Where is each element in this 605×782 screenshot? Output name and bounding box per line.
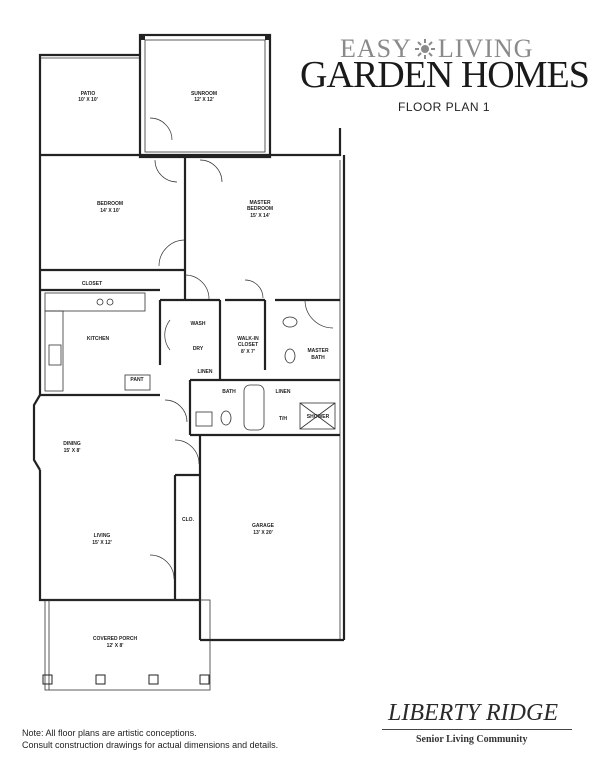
- patio-area: [38, 53, 140, 155]
- walkin-closet-size: 8' X 7': [241, 349, 255, 355]
- garage-size: 13' X 20': [253, 530, 273, 536]
- kitchen-counter: [44, 292, 151, 392]
- sun-flower-icon: [414, 39, 435, 59]
- note-line-1: Note: All floor plans are artistic conce…: [22, 728, 197, 738]
- sunroom-area: [138, 33, 272, 159]
- bedroom-size: 14' X 10': [100, 208, 120, 214]
- patio-size: 10' X 10': [78, 97, 98, 103]
- master-bedroom-label-1: MASTER: [249, 200, 271, 206]
- interior-walls: [40, 155, 340, 600]
- dining-label: DINING: [63, 441, 81, 447]
- linen1-label: LINEN: [198, 369, 213, 375]
- kitchen-label: KITCHEN: [87, 336, 110, 342]
- brand-easy-text: EASY: [340, 34, 412, 63]
- brand-line-1: EASY LIVING: [340, 34, 533, 64]
- shower-label: SHOWER: [307, 414, 330, 420]
- toilet-label: T/H: [279, 416, 287, 422]
- liberty-ridge-logo: LIBERTY RIDGE Senior Living Community: [382, 700, 572, 752]
- logo-name: LIBERTY RIDGE: [388, 700, 558, 726]
- dining-bay: [32, 394, 41, 471]
- pantry-label: PANT: [130, 377, 143, 383]
- floor-plan-title: FLOOR PLAN 1: [398, 100, 491, 114]
- linen2-label: LINEN: [276, 389, 291, 395]
- master-bath-label-2: BATH: [311, 355, 325, 361]
- sunroom-label: SUNROOM: [191, 91, 217, 97]
- disclaimer-note: Note: All floor plans are artistic conce…: [22, 727, 362, 751]
- house-walls: [38, 128, 346, 642]
- sunroom-size: 12' X 12': [194, 97, 214, 103]
- living-label: LIVING: [94, 533, 111, 539]
- covered-porch-area: [42, 599, 211, 691]
- patio-label: PATIO: [81, 91, 96, 97]
- bath-fixtures: [195, 316, 336, 431]
- bath-label: BATH: [222, 389, 236, 395]
- covered-porch-size: 12' X 8': [107, 643, 124, 649]
- logo-divider: [382, 729, 572, 730]
- doors: [149, 117, 334, 580]
- living-size: 15' X 12': [92, 540, 112, 546]
- brand-living-text: LIVING: [437, 34, 534, 63]
- master-bedroom-label-2: BEDROOM: [247, 206, 273, 212]
- brand-line-2: GARDEN HOMES: [300, 54, 590, 96]
- covered-porch-label: COVERED PORCH: [93, 636, 138, 642]
- wash-label: WASH: [191, 321, 206, 327]
- clo-label: CLO.: [182, 517, 195, 523]
- walkin-closet-label-1: WALK-IN: [237, 336, 259, 342]
- dry-label: DRY: [193, 346, 204, 352]
- bedroom-label: BEDROOM: [97, 201, 123, 207]
- garage-label: GARAGE: [252, 523, 275, 529]
- note-line-2: Consult construction drawings for actual…: [22, 740, 279, 750]
- logo-tagline: Senior Living Community: [416, 734, 528, 745]
- dining-size: 15' X 8': [64, 448, 81, 454]
- master-bath-label-1: MASTER: [307, 348, 329, 354]
- closet-label: CLOSET: [82, 281, 102, 287]
- master-bedroom-size: 15' X 14': [250, 213, 270, 219]
- walkin-closet-label-2: CLOSET: [238, 342, 258, 348]
